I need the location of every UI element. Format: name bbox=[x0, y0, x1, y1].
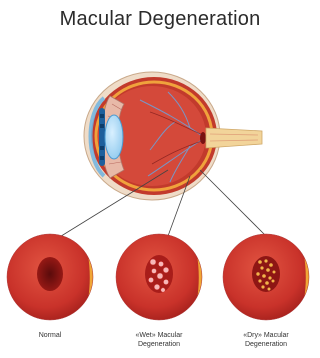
lens bbox=[105, 115, 123, 159]
eyeball-cross-section bbox=[84, 72, 262, 200]
caption-wet-line2: Degeneration bbox=[138, 341, 180, 348]
detail-circle-normal bbox=[7, 230, 100, 324]
optic-nerve bbox=[206, 128, 262, 148]
macula-normal bbox=[37, 257, 63, 291]
caption-dry-line1: «Dry» Macular bbox=[243, 332, 289, 339]
caption-normal-text: Normal bbox=[39, 332, 62, 339]
caption-normal: Normal bbox=[0, 331, 100, 340]
detail-circle-wet bbox=[116, 230, 210, 324]
caption-wet: «Wet» Macular Degeneration bbox=[109, 331, 209, 349]
caption-dry-line2: Degeneration bbox=[245, 341, 287, 348]
caption-dry: «Dry» Macular Degeneration bbox=[216, 331, 316, 349]
macula bbox=[200, 132, 206, 144]
detail-circle-dry bbox=[223, 230, 316, 324]
caption-wet-line1: «Wet» Macular bbox=[136, 332, 183, 339]
pointer-line-dry bbox=[200, 170, 268, 238]
